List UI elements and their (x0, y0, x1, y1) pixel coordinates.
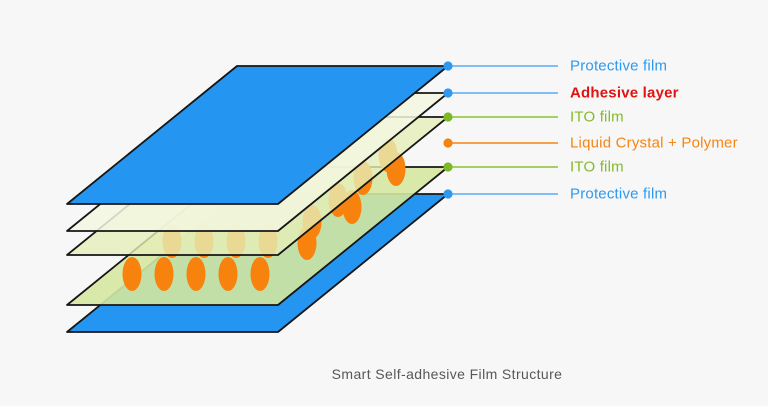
callout-dot-ito-top (443, 112, 453, 122)
callout-label-ito-bottom: ITO film (570, 158, 624, 176)
lc-droplet (250, 257, 270, 291)
callout-label-adhesive: Adhesive layer (570, 84, 679, 102)
lc-droplet (122, 257, 142, 291)
callout-label-protective-bottom: Protective film (570, 185, 668, 203)
diagram-caption: Smart Self-adhesive Film Structure (331, 366, 563, 382)
callout-dot-liquid-crystal (443, 138, 453, 148)
lc-droplet (154, 257, 174, 291)
callout-dot-protective-top (443, 61, 453, 71)
callout-label-liquid-crystal: Liquid Crystal + Polymer (570, 134, 738, 152)
callout-label-ito-top: ITO film (570, 108, 624, 126)
lc-droplet (186, 257, 206, 291)
callout-dot-adhesive (443, 88, 453, 98)
callout-label-protective-top: Protective film (570, 57, 668, 75)
callout-dot-ito-bottom (443, 162, 453, 172)
callout-dot-protective-bottom (443, 189, 453, 199)
layer-protective-film-top (66, 65, 449, 205)
lc-droplet (218, 257, 238, 291)
